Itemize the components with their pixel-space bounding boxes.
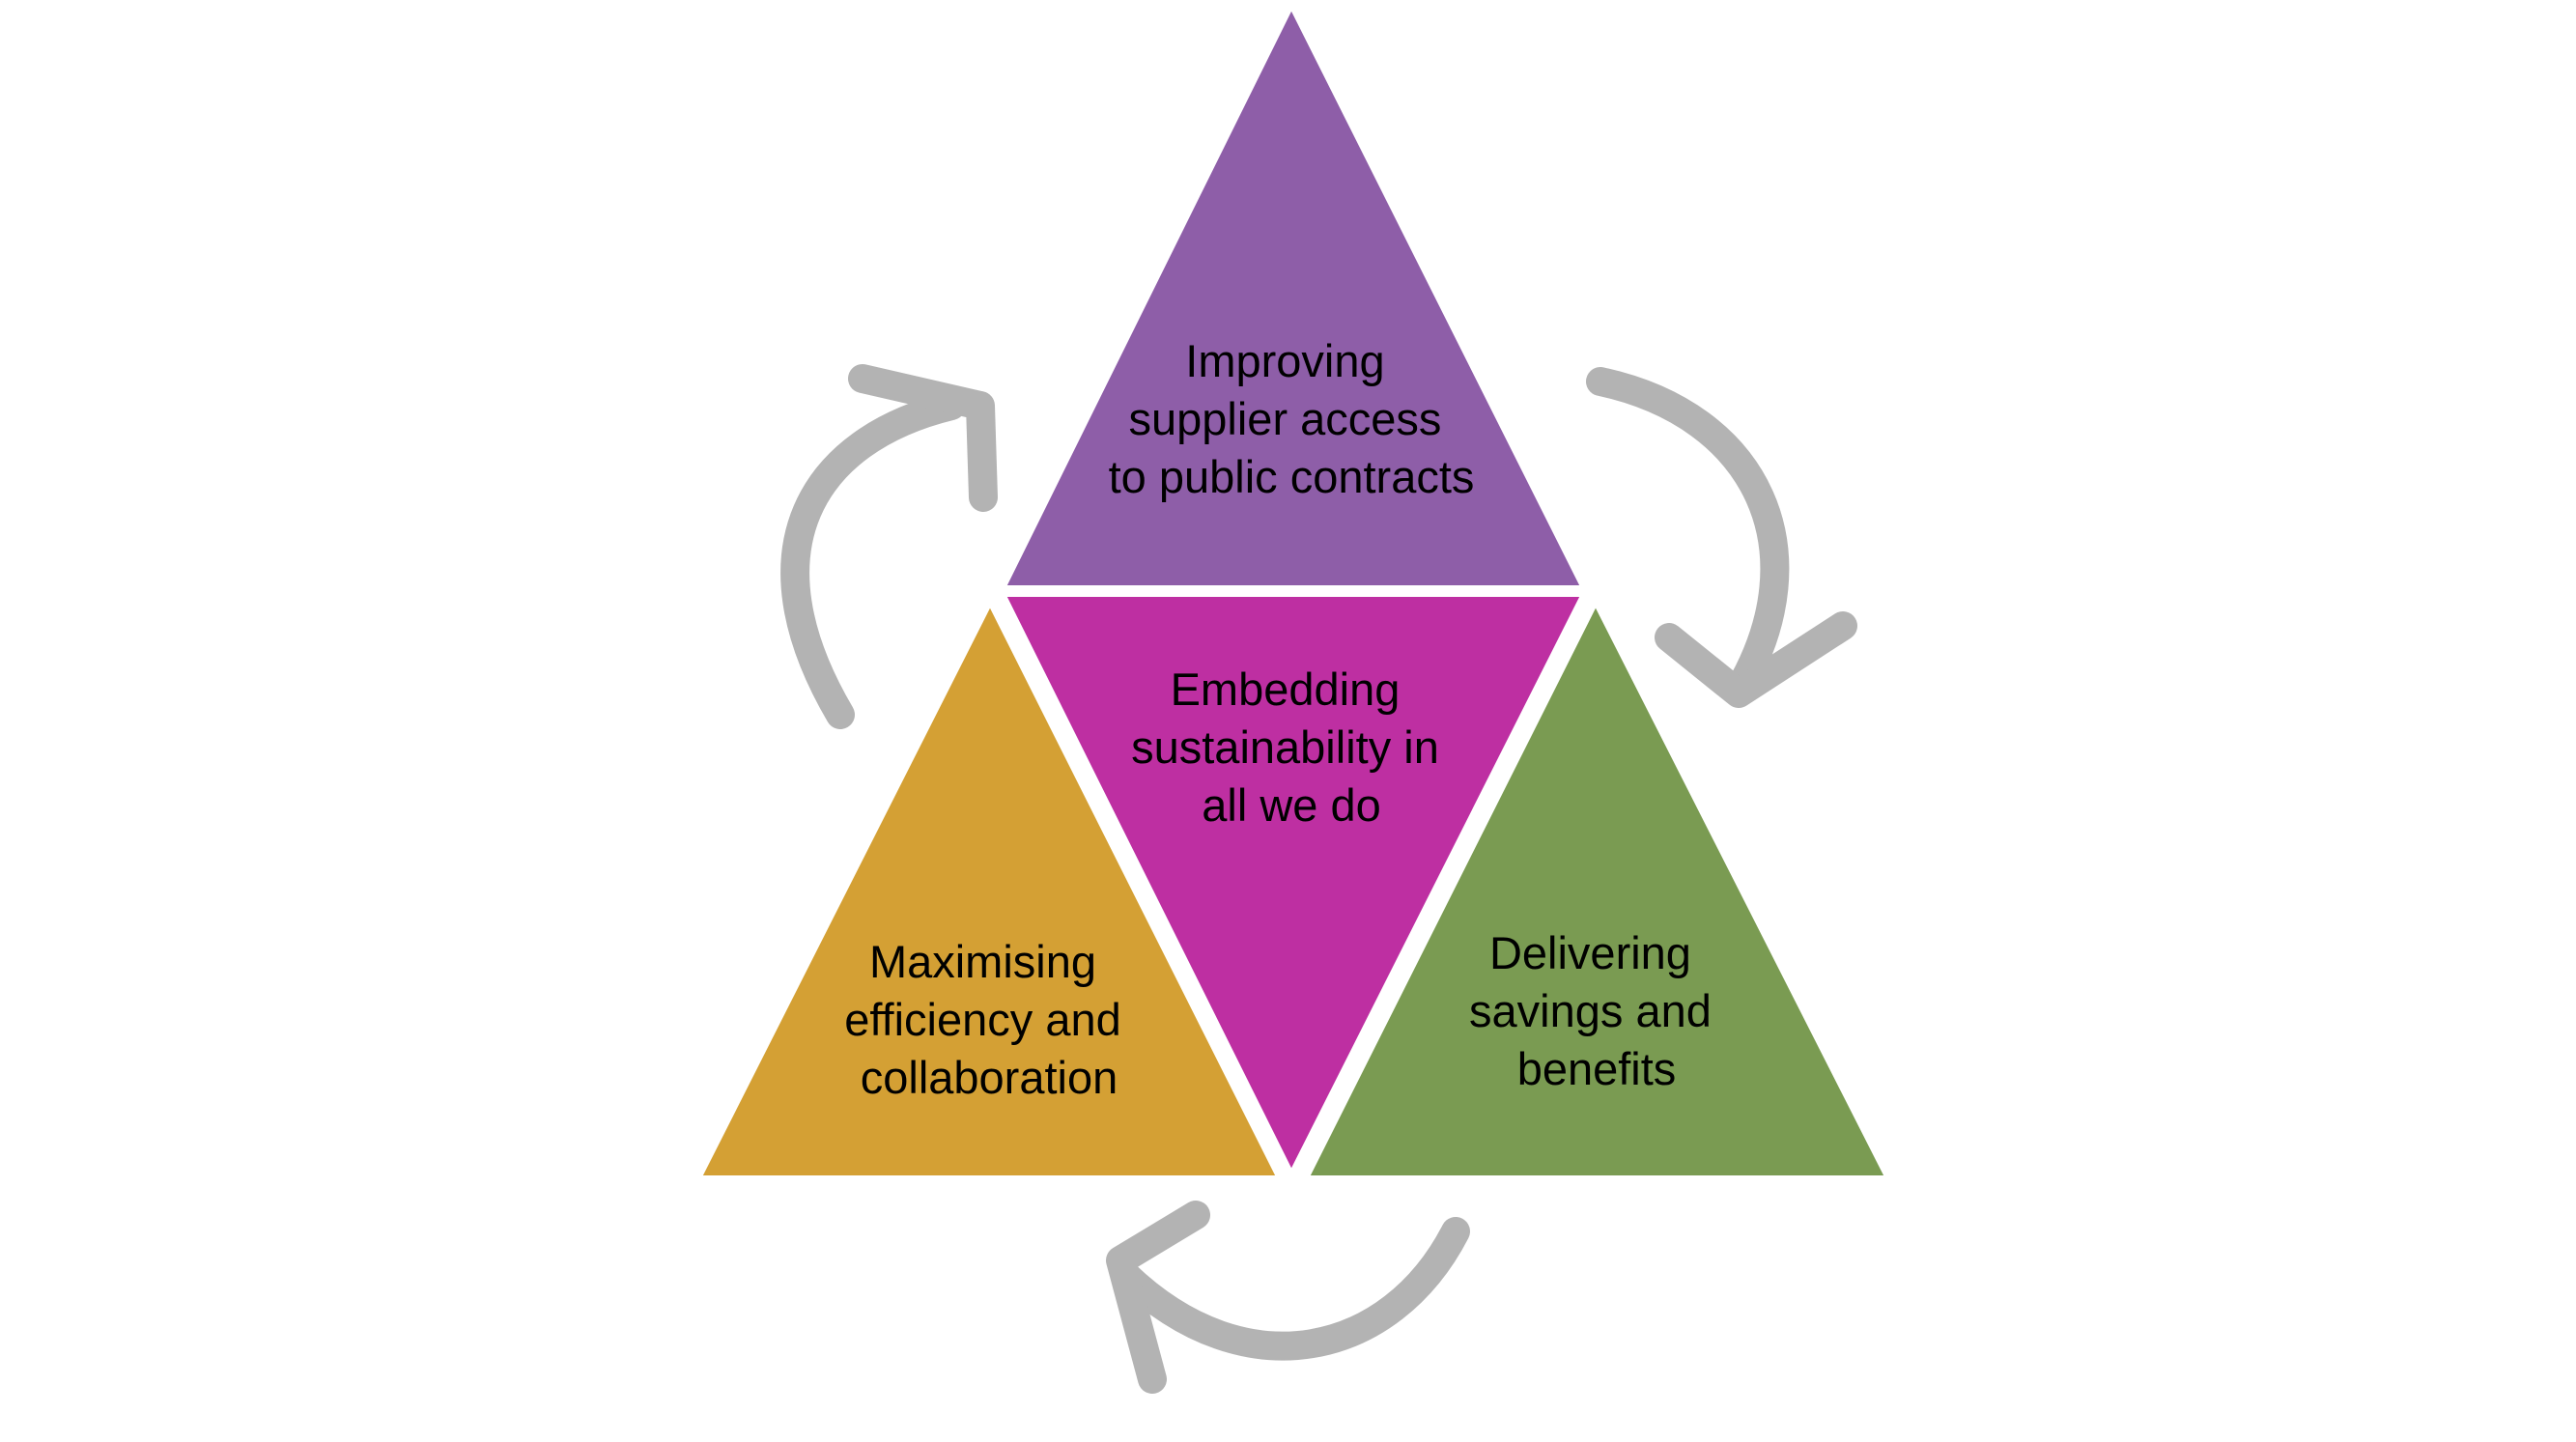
top-label-line: to public contracts <box>1109 451 1475 502</box>
center-triangle <box>1000 591 1587 1177</box>
left-triangle <box>695 599 1283 1181</box>
center-label-line: all we do <box>1202 779 1381 831</box>
curved-arrow-icon <box>1586 367 1790 705</box>
top-triangle <box>1000 2 1587 591</box>
top-label-line: supplier access <box>1129 393 1442 444</box>
right-triangle-label: Delivering savings and benefits <box>1469 927 1724 1094</box>
arrow-top-to-right <box>1586 367 1857 708</box>
curved-arrow-icon <box>780 391 966 729</box>
left-triangle-label: Maximising efficiency and collaboration <box>844 936 1134 1103</box>
arrow-right-to-left <box>1106 1201 1470 1394</box>
right-label-line: Delivering <box>1489 927 1691 978</box>
right-triangle <box>1303 599 1891 1181</box>
right-label-line: savings and <box>1469 985 1712 1036</box>
left-label-line: collaboration <box>861 1052 1118 1103</box>
center-label-line: sustainability in <box>1131 721 1439 773</box>
arrowhead-icon <box>1106 1201 1210 1394</box>
left-label-line: Maximising <box>869 936 1096 987</box>
arrow-left-to-top <box>780 364 998 729</box>
top-triangle-label: Improving supplier access to public cont… <box>1109 335 1475 502</box>
arrowhead-icon <box>1655 611 1857 708</box>
labels: Improving supplier access to public cont… <box>844 335 1724 1103</box>
curved-arrow-icon <box>1111 1217 1470 1361</box>
right-label-line: benefits <box>1517 1043 1677 1094</box>
left-label-line: efficiency and <box>844 994 1121 1045</box>
arrowhead-icon <box>848 364 998 512</box>
top-label-line: Improving <box>1185 335 1384 386</box>
center-label-line: Embedding <box>1171 664 1401 715</box>
center-triangle-label: Embedding sustainability in all we do <box>1131 664 1452 831</box>
cycle-arrows <box>780 364 1857 1394</box>
triangles <box>695 2 1891 1181</box>
